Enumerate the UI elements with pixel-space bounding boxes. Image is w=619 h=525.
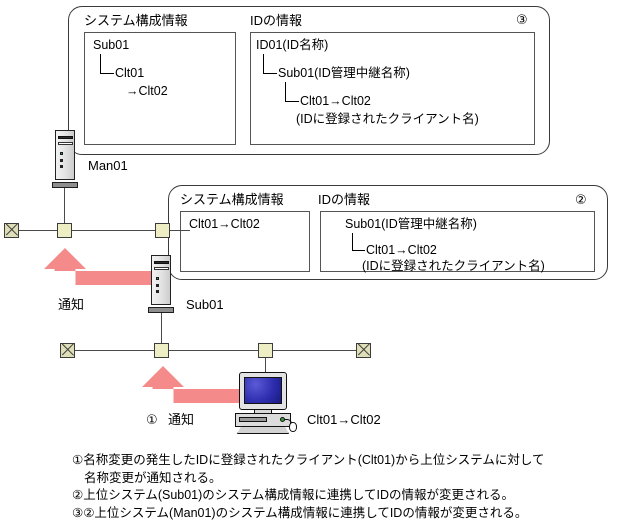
tower-dot-2 xyxy=(60,165,63,168)
panel-3-col-2-box xyxy=(250,32,535,145)
tower-led xyxy=(60,152,63,155)
tower-slot-2 xyxy=(57,142,73,145)
tower-server-icon-man01 xyxy=(52,130,78,188)
tower-slot-2 xyxy=(153,267,169,270)
panel-2-col-2-line-2: Clt01→Clt02 xyxy=(366,243,437,257)
panel-3-col-1-elbow-1 xyxy=(100,54,114,74)
desktop-pc-icon-clt01 xyxy=(235,372,297,434)
caption-line-4: ③②上位システム(Man01)のシステム構成情報に連携してIDの情報が変更される… xyxy=(72,505,528,520)
panel-2-col-1-box xyxy=(180,211,310,272)
bus-node-man01 xyxy=(57,223,72,238)
bus-node-clt01 xyxy=(258,343,273,358)
notify-arrow-upper xyxy=(44,248,169,292)
notify-arrow-lower xyxy=(142,366,242,408)
network-bus-lower xyxy=(68,350,364,351)
network-bus-upper xyxy=(12,230,190,231)
panel-3-col-1-line-2: Clt01 xyxy=(115,66,145,80)
tower-led xyxy=(156,277,159,280)
tower-slot-1 xyxy=(153,261,169,264)
pc-stand xyxy=(237,426,289,434)
pc-mouse xyxy=(289,422,297,432)
panel-3-col-2-elbow-1 xyxy=(263,54,277,74)
caption-block: ①名称変更の発生したIDに登録されたクライアント(Clt01)から上位システムに… xyxy=(72,452,617,522)
tower-dot-1 xyxy=(156,284,159,287)
panel-3-col-1-box xyxy=(84,32,236,145)
panel-3-col-1-line-3: →Clt02 xyxy=(126,84,168,98)
notify-label-upper: 通知 xyxy=(58,297,85,312)
clt01-drop-line xyxy=(265,358,266,372)
panel-2-col-2-line-3: (IDに登録されたクライアント名) xyxy=(362,259,545,273)
caption-line-2: 名称変更が通知される。 xyxy=(84,470,222,485)
caption-line-3: ②上位システム(Sub01)のシステム構成情報に連携してIDの情報が変更される。 xyxy=(72,488,515,502)
tower-dot-1 xyxy=(60,159,63,162)
panel-3-col-2-line-3: Clt01→Clt02 xyxy=(300,94,371,108)
bus-node-sub01-upper xyxy=(155,223,170,238)
bus-terminator-lower-left xyxy=(60,343,75,358)
panel-2-col-2-line-1: Sub01(ID管理中継名称) xyxy=(345,217,477,231)
panel-3-col-1-line-1: Sub01 xyxy=(93,38,130,52)
tower-base xyxy=(148,307,174,313)
pc-drive-bay xyxy=(239,417,267,422)
caption-line-1: ①名称変更の発生したIDに登録されたクライアント(Clt01)から上位システムに… xyxy=(72,453,545,467)
tower-slot-1 xyxy=(57,136,73,139)
panel-2-col-2-title: IDの情報 xyxy=(318,192,371,207)
panel-3-number: ③ xyxy=(516,12,528,27)
panel-2-col-2-box xyxy=(320,211,595,272)
notify-step-lower: ① xyxy=(146,412,158,427)
panel-3-col-2-line-1: ID01(ID名称) xyxy=(256,38,329,52)
panel-3-col-2-elbow-2 xyxy=(285,82,299,102)
bus-node-sub01-lower xyxy=(154,343,169,358)
bus-terminator-upper-left xyxy=(4,223,19,238)
panel-2-col-1-line-1: Clt01→Clt02 xyxy=(189,217,260,231)
panel-3-col-1-title: システム構成情報 xyxy=(84,13,188,28)
panel-2-col-2-elbow-1 xyxy=(352,233,365,251)
panel-3-col-2-line-4: (IDに登録されたクライアント名) xyxy=(296,112,479,126)
tower-server-icon-sub01 xyxy=(148,255,174,313)
tower-base xyxy=(52,182,78,188)
pc-screen xyxy=(244,377,282,404)
device-label-man01: Man01 xyxy=(88,158,128,173)
tower-dot-2 xyxy=(156,290,159,293)
notify-label-lower: 通知 xyxy=(168,412,195,427)
device-label-clt01: Clt01→Clt02 xyxy=(307,412,381,427)
man01-drop-line xyxy=(64,188,65,230)
panel-2-col-1-title: システム構成情報 xyxy=(180,192,284,207)
panel-3-col-2-title: IDの情報 xyxy=(250,13,303,28)
device-label-sub01: Sub01 xyxy=(186,297,224,312)
panel-2-number: ② xyxy=(575,192,587,207)
panel-3-col-2-line-2: Sub01(ID管理中継名称) xyxy=(278,66,410,80)
bus-terminator-lower-right xyxy=(356,343,371,358)
sub01-drop-line xyxy=(161,313,162,350)
